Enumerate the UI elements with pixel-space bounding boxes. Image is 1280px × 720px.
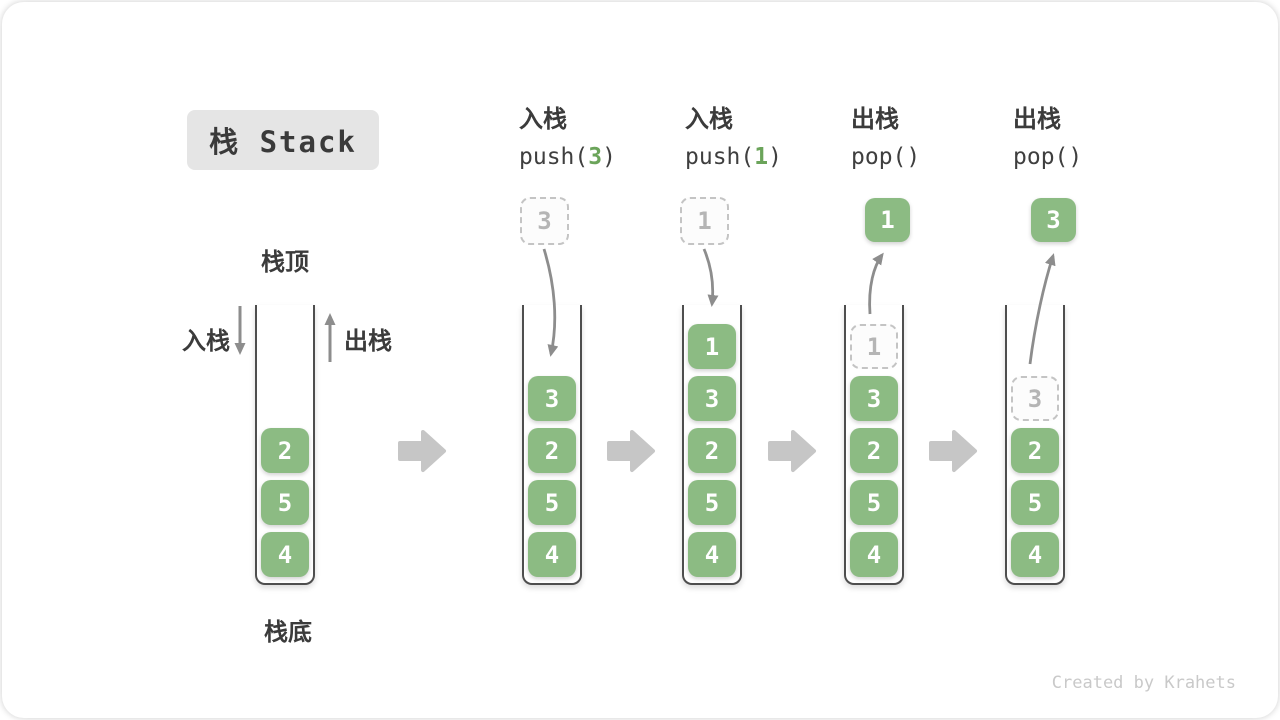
op-name: 出栈: [1013, 106, 1061, 133]
removed-slot-box: 3: [1011, 376, 1059, 421]
next-step-arrow-icon: [398, 430, 446, 472]
push-side-label: 入栈: [182, 328, 230, 355]
next-step-arrow-icon: [929, 430, 977, 472]
push-1-curve-arrow-icon: [702, 248, 719, 307]
next-step-arrow-icon: [768, 430, 816, 472]
stack-item: 5: [688, 480, 736, 525]
code-arg: 3: [588, 144, 603, 170]
credit-text: Created by Krahets: [1051, 673, 1236, 693]
code-text: ): [1068, 144, 1083, 170]
stack-item: 4: [261, 532, 309, 577]
code-text: ): [768, 144, 782, 170]
popped-value-box: 3: [1031, 198, 1076, 242]
diagram-title-text: 栈 Stack: [209, 125, 357, 159]
op-code: pop(): [1013, 143, 1173, 171]
removed-slot-box: 1: [850, 324, 898, 369]
stack-item: 3: [850, 376, 898, 421]
op-label-push-3: 入栈 push(3): [519, 106, 679, 171]
stack-item: 2: [1011, 428, 1059, 473]
stack-item: 2: [261, 428, 309, 473]
incoming-value-box: 1: [680, 197, 729, 245]
stack-item: 2: [850, 428, 898, 473]
op-name: 入栈: [519, 106, 567, 133]
op-name: 入栈: [685, 106, 733, 133]
stack-item: 2: [528, 428, 576, 473]
stack-top-label: 栈顶: [261, 249, 309, 276]
op-code: pop(): [851, 143, 1011, 171]
stack-item: 4: [850, 532, 898, 577]
stack-item: 5: [850, 480, 898, 525]
stack-item: 4: [528, 532, 576, 577]
op-code: push(3): [519, 143, 679, 171]
op-label-pop-1: 出栈 pop(): [851, 106, 1011, 171]
op-label-push-1: 入栈 push(1): [685, 106, 845, 171]
stack-item: 3: [528, 376, 576, 421]
op-name: 出栈: [851, 106, 899, 133]
code-text: push(: [685, 144, 755, 170]
stack-item: 3: [688, 376, 736, 421]
stack-bottom-label: 栈底: [264, 619, 312, 646]
stack-item: 5: [1011, 480, 1059, 525]
code-text: push(: [519, 144, 589, 170]
pop-side-label: 出栈: [344, 328, 392, 355]
code-text: ): [906, 144, 921, 170]
popped-value-box: 1: [865, 198, 910, 242]
stack-item: 5: [528, 480, 576, 525]
stack-item: 2: [688, 428, 736, 473]
incoming-value-box: 3: [520, 197, 569, 245]
stack-item: 1: [688, 324, 736, 369]
code-text: pop(: [851, 144, 907, 170]
diagram-title: 栈 Stack: [187, 110, 379, 170]
stack-item: 4: [1011, 532, 1059, 577]
stack-item: 5: [261, 480, 309, 525]
code-text: pop(: [1013, 144, 1069, 170]
code-arg: 1: [754, 144, 769, 170]
op-label-pop-2: 出栈 pop(): [1013, 106, 1173, 171]
stack-item: 4: [688, 532, 736, 577]
code-text: ): [602, 144, 616, 170]
next-step-arrow-icon: [607, 430, 655, 472]
op-code: push(1): [685, 143, 845, 171]
